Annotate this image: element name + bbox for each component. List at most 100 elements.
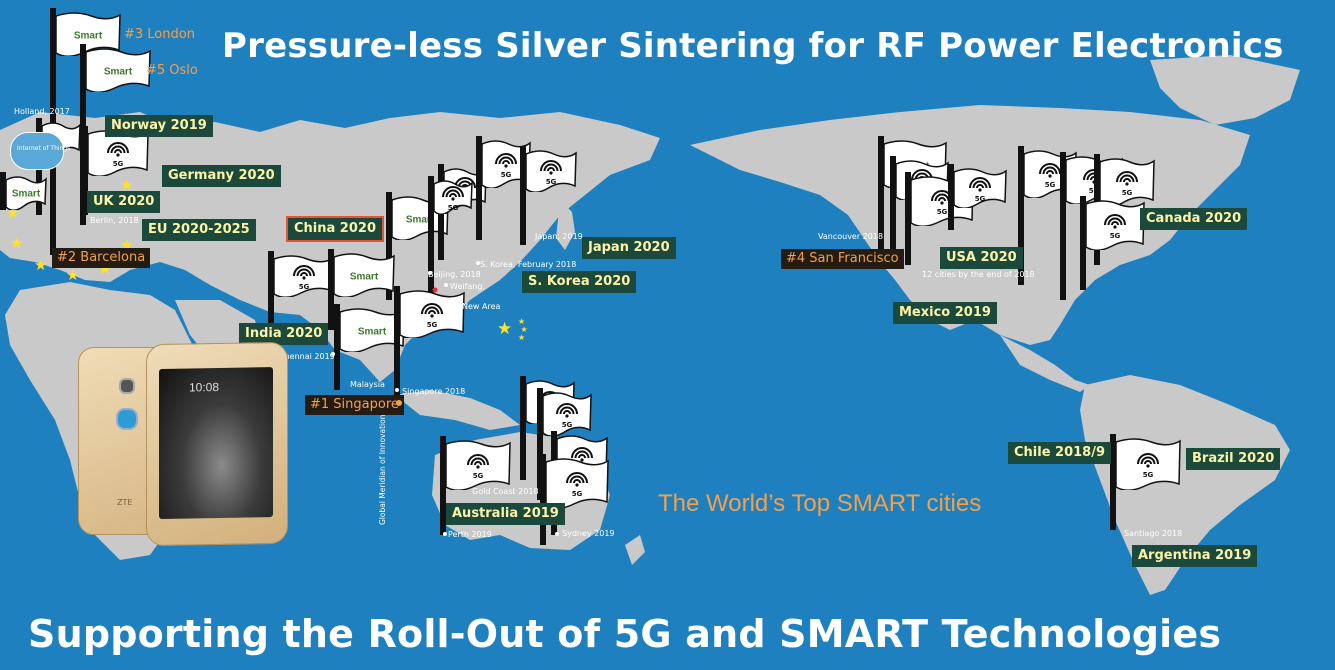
smart-flag-text: Smart	[350, 271, 379, 282]
marker-singapore	[395, 388, 399, 392]
wifi-icon	[293, 265, 315, 280]
flag-pole	[328, 249, 334, 330]
flag-pole	[1080, 196, 1086, 290]
wifi-icon	[571, 447, 593, 462]
note-sydney: Sydney 2019	[562, 529, 615, 538]
label-germany: Germany 2020	[162, 165, 281, 187]
note-perth: Perth 2019	[448, 530, 492, 539]
flag-pole	[520, 376, 526, 480]
smartphone-image: ZTE 10:08	[78, 341, 290, 547]
southeast-asia-islands	[395, 390, 520, 430]
flag-pole	[394, 286, 400, 395]
label-australia: Australia 2019	[446, 503, 565, 525]
5g-flag: 5G	[399, 290, 465, 338]
wifi-icon	[1116, 171, 1138, 186]
5g-flag: 5G	[445, 440, 511, 490]
note-holland: Holland, 2017	[14, 107, 70, 116]
page-title: Pressure-less Silver Sintering for RF Po…	[222, 26, 1284, 66]
label-china: China 2020	[286, 216, 384, 242]
label-norway: Norway 2019	[105, 115, 213, 137]
marker-perth	[443, 532, 447, 536]
eu-star-icon: ★	[66, 266, 80, 284]
note-vancouver: Vancouver 2018	[818, 232, 884, 241]
flag-pole	[878, 136, 884, 250]
5g-flag-text: 5G	[937, 208, 948, 216]
label-south-korea: S. Korea 2020	[522, 271, 637, 293]
rank-san-francisco: #4 San Francisco	[781, 249, 904, 269]
flag-pole	[905, 172, 911, 265]
star-icon: ★	[497, 319, 513, 339]
flag-pole	[1110, 434, 1116, 530]
marker-singapore-rank	[396, 400, 402, 406]
rank-barcelona: #2 Barcelona	[52, 248, 151, 268]
eu-star-icon: ★	[34, 256, 48, 274]
smart-flag: Smart	[85, 48, 151, 92]
label-india: India 2020	[239, 323, 329, 345]
wifi-icon	[495, 153, 517, 168]
eu-star-icon: ★	[10, 234, 24, 252]
marker-sydney	[555, 532, 559, 536]
label-usa: USA 2020	[940, 247, 1023, 269]
flag-pole	[428, 176, 434, 300]
stars-cluster-icon: ★ ★★	[518, 317, 528, 342]
note-chennai: Chennai 2019	[279, 352, 335, 361]
flag-pole	[520, 146, 526, 245]
note-japan: Japan, 2019	[535, 232, 583, 241]
5g-flag: 5G	[87, 130, 149, 176]
note-weifang: Weifang,	[450, 282, 485, 291]
wifi-icon	[566, 472, 588, 487]
note-berlin: Berlin, 2018	[90, 216, 139, 225]
5g-flag-text: 5G	[975, 195, 986, 203]
5g-flag: 5G	[433, 180, 473, 214]
wifi-icon	[107, 142, 129, 157]
5g-flag-text: 5G	[572, 490, 583, 498]
flag-pole	[1060, 152, 1066, 300]
flag-pole	[890, 156, 896, 265]
smart-flag-text: Smart	[12, 188, 41, 199]
new-zealand	[625, 535, 645, 565]
flag-pole	[0, 172, 6, 210]
label-uk: UK 2020	[87, 191, 161, 213]
5g-flag: 5G	[525, 150, 577, 192]
5g-flag: 5G	[1115, 438, 1181, 490]
5g-flag-text: 5G	[113, 160, 124, 168]
5g-flag-text: 5G	[299, 283, 310, 291]
5g-flag-text: 5G	[1122, 189, 1133, 197]
wifi-icon	[1104, 214, 1126, 229]
5g-flag: 5G	[481, 140, 531, 188]
japan-landmass	[556, 200, 575, 250]
phone-screen: 10:08	[159, 367, 273, 520]
phone-camera-icon	[119, 378, 135, 394]
note-santiago: Santiago 2018	[1124, 529, 1183, 538]
label-japan: Japan 2020	[582, 237, 676, 259]
rank-london: #3 London	[124, 27, 195, 42]
fingerprint-sensor-icon	[116, 408, 138, 430]
5g-flag-text: 5G	[1110, 232, 1121, 240]
flag-pole	[82, 126, 88, 215]
flag-pole	[334, 304, 340, 390]
note-us-cities: 12 cities by the end of 2018	[922, 270, 1035, 279]
5g-flag-text: 5G	[546, 178, 557, 186]
page-subtitle: Supporting the Roll-Out of 5G and SMART …	[28, 612, 1222, 656]
5g-flag-text: 5G	[1143, 471, 1154, 479]
greenland-landmass	[1150, 55, 1300, 125]
south-america-landmass	[1080, 375, 1290, 595]
rank-singapore: #1 Singapore	[305, 395, 404, 415]
smart-flag-text: Smart	[406, 214, 435, 225]
rank-oslo: #5 Oslo	[146, 63, 198, 78]
smart-flag: Smart	[55, 12, 121, 56]
wifi-icon	[467, 454, 489, 469]
wifi-icon	[421, 303, 443, 318]
wifi-icon	[442, 186, 464, 201]
label-canada: Canada 2020	[1140, 208, 1248, 230]
flag-pole	[540, 454, 546, 545]
phone-brand: ZTE	[117, 498, 133, 507]
note-malaysia: Malaysia	[350, 380, 385, 389]
central-america-landmass	[1000, 335, 1090, 392]
wifi-icon	[969, 177, 991, 192]
5g-flag: 5G	[273, 255, 335, 297]
wifi-icon	[1137, 453, 1159, 468]
smart-flag-text: Smart	[104, 66, 133, 77]
